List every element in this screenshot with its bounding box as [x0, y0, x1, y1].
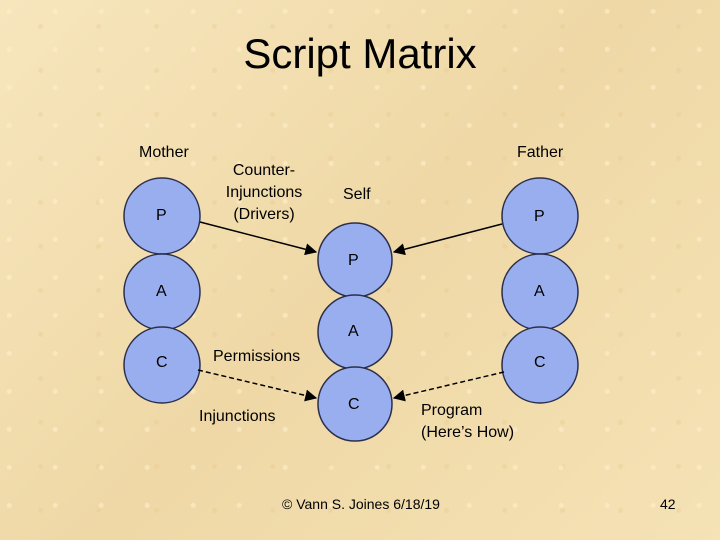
mother-label: Mother [139, 144, 189, 161]
father-child-letter: C [534, 354, 546, 371]
injunctions-label: Injunctions [199, 408, 276, 425]
copyright-credit: © Vann S. Joines 6/18/19 [282, 496, 440, 512]
mother-counter-injunction-arrow [199, 221, 318, 256]
permissions-label: Permissions [213, 348, 301, 365]
self-child-letter: C [348, 396, 360, 413]
mother-injunction-arrow [197, 369, 318, 402]
father-adult-letter: A [534, 283, 545, 300]
father-parent-letter: P [534, 208, 545, 225]
program-label: Program (Here’s How) [421, 400, 514, 444]
father-counter-injunction-arrow [392, 223, 503, 256]
program-line-2: (Here’s How) [421, 424, 515, 441]
mother-adult-letter: A [156, 283, 167, 300]
counter-injunctions-label: Counter- Injunctions (Drivers) [212, 160, 316, 226]
father-label: Father [517, 144, 564, 161]
self-label: Self [343, 186, 371, 203]
mother-parent-letter: P [156, 207, 167, 224]
mother-child-circle [123, 326, 201, 404]
counter-injunctions-line-2: Injunctions [225, 184, 303, 201]
counter-injunctions-line-3: (Drivers) [233, 206, 295, 223]
self-adult-letter: A [348, 323, 359, 340]
slide-title: Script Matrix [243, 30, 477, 77]
counter-injunctions-line-1: Counter- [232, 162, 296, 179]
self-parent-letter: P [348, 252, 359, 269]
father-program-arrow [392, 371, 505, 402]
page-number: 42 [660, 496, 676, 512]
self-child-circle [317, 366, 393, 442]
mother-child-letter: C [156, 354, 168, 371]
father-child-circle [501, 326, 579, 404]
program-line-1: Program [421, 402, 483, 419]
